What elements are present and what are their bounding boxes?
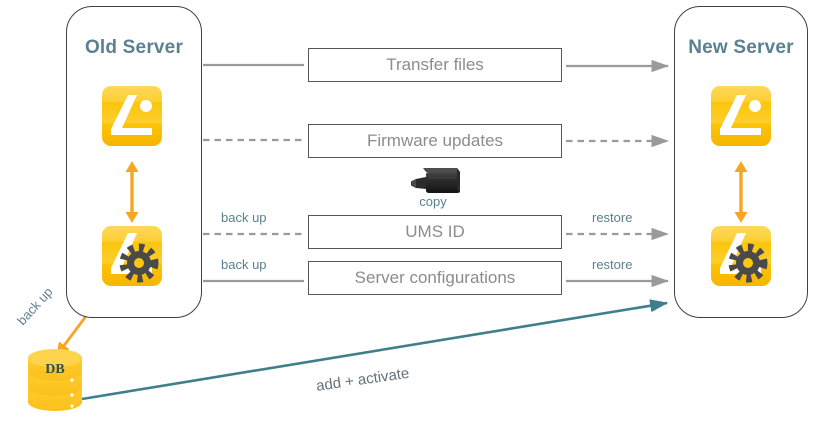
old-server-igel-settings-icon	[101, 225, 163, 287]
new-server-igel-settings-icon	[710, 225, 772, 287]
flow-box-server-configurations[interactable]: Server configurations	[308, 261, 562, 295]
ums-id-right-label: restore	[592, 210, 633, 225]
flow-box-server-configurations-label: Server configurations	[354, 268, 516, 287]
ums-id-left-label: back up	[221, 210, 267, 225]
usb-dongle-icon	[398, 163, 468, 209]
old-server-igel-client-icon	[101, 85, 163, 147]
flow-box-transfer-files[interactable]: Transfer files	[308, 48, 562, 82]
usb-copy-caption: copy	[419, 194, 447, 209]
connector-firmware-updates	[203, 134, 670, 148]
database-label: DB	[45, 362, 65, 377]
flow-box-firmware-updates-label: Firmware updates	[366, 131, 504, 150]
server-configurations-left-label: back up	[221, 257, 267, 272]
old-server-title: Old Server	[84, 37, 184, 58]
new-server-igel-client-icon	[710, 85, 772, 147]
flow-box-ums-id-label: UMS ID	[405, 222, 465, 241]
flow-box-firmware-updates[interactable]: Firmware updates	[308, 124, 562, 158]
add-activate-arrow	[81, 299, 669, 401]
database-cylinder-icon	[24, 340, 86, 412]
flow-box-transfer-files-label: Transfer files	[386, 55, 484, 74]
old-server-vertical-sync-arrow	[121, 159, 143, 225]
flow-box-ums-id[interactable]: UMS ID	[308, 215, 562, 249]
server-configurations-right-label: restore	[592, 257, 633, 272]
connector-transfer-files	[203, 59, 670, 73]
new-server-vertical-sync-arrow	[730, 159, 752, 225]
add-activate-line	[81, 299, 669, 401]
new-server-title: New Server	[688, 37, 794, 58]
